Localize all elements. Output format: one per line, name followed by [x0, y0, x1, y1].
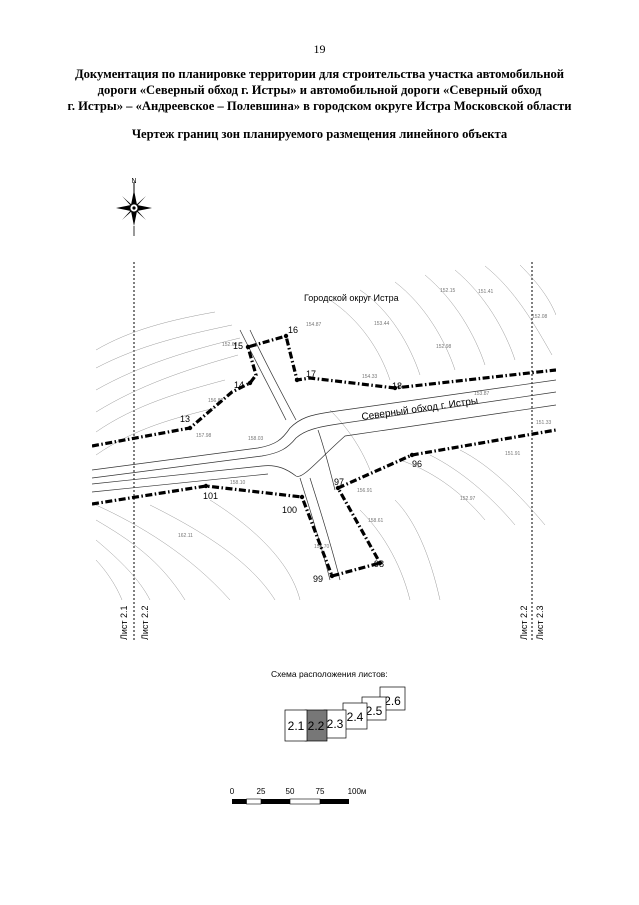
- compass-rose-icon: [116, 182, 152, 236]
- sheet-cell-label: 2.5: [366, 704, 383, 718]
- boundary-point-13: [187, 425, 193, 431]
- sheet-labels-left: Лист 2.1 Лист 2.2: [119, 605, 150, 640]
- elevation-mark: 152.15: [440, 288, 456, 294]
- point-label-96: 96: [412, 459, 422, 469]
- boundary-points: [187, 333, 415, 579]
- boundary-point-96: [409, 452, 415, 458]
- boundary-point-15: [245, 344, 251, 350]
- elevation-mark: 158.61: [368, 518, 384, 524]
- sheet-cell-2-4: [342, 702, 368, 730]
- document-title-line: дороги «Северный обход г. Истры» и автом…: [97, 83, 542, 97]
- elevation-mark: 151.41: [478, 289, 494, 295]
- sheet-label: Лист 2.1: [119, 605, 129, 640]
- sheet-cell-label: 2.3: [327, 717, 344, 731]
- terrain-contours: [95, 264, 556, 601]
- district-label: Городской округ Истра: [304, 293, 399, 303]
- page-number: 19: [313, 42, 326, 56]
- point-label-17: 17: [306, 369, 316, 379]
- boundary-point-100: [299, 494, 305, 500]
- road-edges: [92, 329, 556, 581]
- elevation-mark: 151.33: [536, 420, 552, 426]
- sheet-scheme-title: Схема расположения листов:: [271, 669, 388, 679]
- scale-label: 50: [286, 787, 295, 796]
- document-title-line: Документация по планировке территории дл…: [74, 67, 565, 81]
- elevation-mark: 154.87: [306, 322, 322, 328]
- elevation-mark: 158.70: [314, 544, 330, 550]
- elevation-mark: 162.11: [178, 533, 193, 539]
- elevation-mark: 158.10: [230, 480, 246, 486]
- point-label-15: 15: [233, 341, 243, 351]
- boundary-point-18: [392, 385, 398, 391]
- sheet-scheme: 2.6 2.5 2.4 2.3 2.2 2.1: [284, 686, 406, 742]
- elevation-mark: 151.91: [505, 451, 521, 457]
- boundary-point-98: [377, 560, 383, 566]
- compass-north-label: N: [131, 178, 136, 185]
- sheet-label: Лист 2.2: [140, 605, 150, 640]
- point-label-18: 18: [392, 381, 402, 391]
- elevation-mark: 154.33: [362, 374, 378, 380]
- sheet-cell-label: 2.4: [347, 710, 364, 724]
- point-label-98: 98: [374, 559, 384, 569]
- zone-boundary: [92, 334, 556, 578]
- point-label-99: 99: [313, 574, 323, 584]
- sheet-cell-label: 2.1: [288, 719, 305, 733]
- drawing-title: Чертеж границ зон планируемого размещени…: [131, 127, 508, 141]
- point-label-13: 13: [180, 414, 190, 424]
- scale-label: 0: [230, 787, 235, 796]
- document-title-line: г. Истры» – «Андреевское – Полевшина» в …: [67, 99, 572, 113]
- elevation-mark: 152.98: [436, 344, 452, 350]
- scale-label: 75: [316, 787, 325, 796]
- elevation-marks: 152.68 154.87 153.44 152.98 152.08 151.4…: [178, 288, 552, 550]
- scale-label: 25: [257, 787, 266, 796]
- sheet-labels-right: Лист 2.2 Лист 2.3: [519, 605, 545, 640]
- document-title: Документация по планировке территории дл…: [40, 66, 599, 114]
- point-label-100: 100: [282, 505, 297, 515]
- elevation-mark: 156.91: [357, 488, 373, 494]
- sheet-cell-2-1: [284, 709, 308, 742]
- elevation-mark: 152.97: [460, 496, 476, 502]
- elevation-mark: 158.03: [248, 436, 264, 442]
- sheet-label: Лист 2.2: [519, 605, 529, 640]
- boundary-point-17: [294, 377, 300, 383]
- boundary-point-16: [283, 333, 289, 339]
- elevation-mark: 152.68: [222, 342, 238, 348]
- point-label-97: 97: [334, 477, 344, 487]
- boundary-point-97: [335, 485, 341, 491]
- elevation-mark: 153.87: [474, 391, 490, 397]
- scale-bar: 0 25 50 75 100м: [230, 787, 367, 805]
- boundary-point-14: [247, 380, 253, 386]
- sheet-cell-label: 2.6: [384, 694, 401, 708]
- boundary-point-101: [203, 483, 209, 489]
- sheet-label: Лист 2.3: [535, 605, 545, 640]
- point-label-16: 16: [288, 325, 298, 335]
- point-label-14: 14: [234, 380, 244, 390]
- elevation-mark: 152.08: [532, 314, 548, 320]
- scale-label: 100м: [348, 787, 367, 796]
- point-label-101: 101: [203, 491, 218, 501]
- elevation-mark: 153.44: [374, 321, 390, 327]
- elevation-mark: 157.98: [196, 433, 212, 439]
- boundary-point-99: [329, 573, 335, 579]
- sheet-cell-label: 2.2: [308, 719, 325, 733]
- elevation-mark: 156.82: [208, 398, 224, 404]
